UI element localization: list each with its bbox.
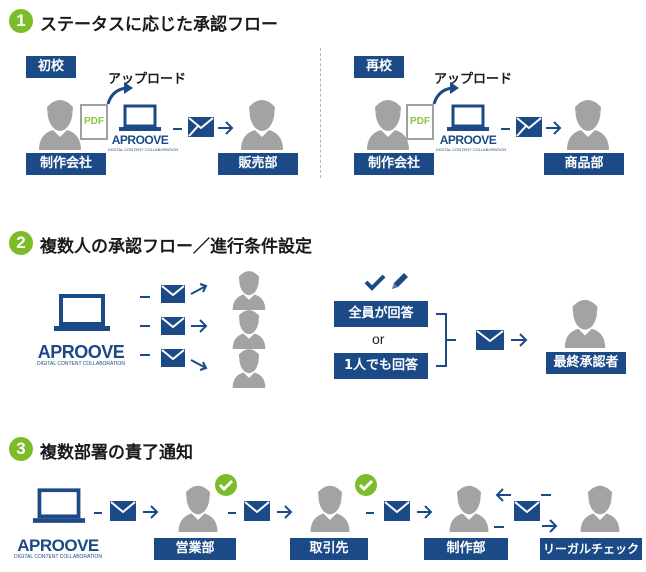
aproove-logo: APROOVE DIGITAL CONTENT COLLABORATION (14, 536, 102, 560)
section-1-title: ステータスに応じた承認フロー (40, 15, 278, 35)
person-icon (232, 349, 266, 388)
step-number-3: 3 (9, 437, 33, 461)
condition-all-respond: 全員が回答 (334, 301, 428, 327)
person-icon (567, 100, 609, 150)
or-label: or (372, 331, 385, 347)
flow-dash (494, 526, 504, 528)
person-icon (39, 100, 81, 150)
flow-dash (140, 296, 150, 298)
arrow-right-icon (417, 505, 433, 519)
section-2-title: 複数人の承認フロー／進行条件設定 (40, 237, 312, 257)
flow-dash (366, 512, 374, 514)
flow-dash (173, 128, 182, 130)
arrow-right-icon (542, 519, 558, 533)
bracket-connector (436, 313, 456, 367)
pencil-icon (392, 273, 408, 289)
person-icon (310, 485, 350, 532)
laptop-icon (32, 488, 86, 523)
mail-icon (161, 317, 185, 335)
mail-icon (476, 330, 504, 350)
laptop-icon (119, 104, 161, 131)
step-number-2: 2 (9, 231, 33, 255)
condition-one-responds: 1人でも回答 (334, 353, 428, 379)
flow-dash (140, 325, 150, 327)
mail-icon (516, 117, 542, 137)
check-circle-icon (215, 474, 237, 496)
mail-icon (110, 501, 136, 521)
label-client: 取引先 (290, 538, 368, 560)
arrow-right-icon (190, 283, 208, 295)
upload-arrow-icon (432, 82, 459, 105)
arrow-right-icon (546, 121, 562, 135)
person-icon (232, 310, 266, 349)
person-icon (449, 485, 489, 532)
mail-icon (161, 349, 185, 367)
check-icon (364, 274, 386, 291)
flow-dash (541, 494, 551, 496)
laptop-icon (54, 294, 110, 331)
pdf-file-icon: PDF (406, 104, 434, 140)
mail-icon (161, 285, 185, 303)
pdf-file-icon: PDF (80, 104, 108, 140)
tag-first-proof: 初校 (26, 56, 76, 78)
person-icon (580, 485, 620, 532)
arrow-right-icon (143, 505, 159, 519)
person-icon (232, 271, 266, 310)
upload-label: アップロード (434, 72, 513, 87)
aproove-logo: APROOVE DIGITAL CONTENT COLLABORATION (436, 133, 507, 153)
label-production-company: 制作会社 (354, 153, 434, 175)
label-product-dept: 商品部 (544, 153, 624, 175)
person-icon (564, 299, 606, 348)
upload-label: アップロード (108, 72, 187, 87)
upload-arrow-icon (106, 82, 133, 105)
check-circle-icon (355, 474, 377, 496)
aproove-logo: APROOVE DIGITAL CONTENT COLLABORATION (108, 133, 179, 153)
flow-dash (228, 512, 236, 514)
label-production-dept: 制作部 (424, 538, 508, 560)
person-icon (178, 485, 218, 532)
label-legal-check: リーガルチェック (540, 538, 642, 560)
flow-dash (94, 512, 102, 514)
arrow-right-icon (277, 505, 293, 519)
arrow-left-icon (495, 488, 511, 502)
section-3-title: 複数部署の責了通知 (40, 443, 193, 463)
label-final-approver: 最終承認者 (546, 352, 626, 374)
arrow-right-icon (511, 333, 528, 347)
mail-icon (384, 501, 410, 521)
arrow-right-icon (218, 121, 234, 135)
label-sales-dept: 営業部 (154, 538, 236, 560)
flow-dash (140, 354, 150, 356)
tag-second-proof: 再校 (354, 56, 404, 78)
step-number-1: 1 (9, 9, 33, 33)
label-sales-dept: 販売部 (218, 153, 298, 175)
flow-dash (501, 128, 510, 130)
mail-icon (244, 501, 270, 521)
label-production-company: 制作会社 (26, 153, 106, 175)
arrow-right-icon (190, 359, 208, 371)
mail-icon (188, 117, 214, 137)
arrow-right-icon (191, 319, 208, 333)
person-icon (367, 100, 409, 150)
aproove-logo: APROOVE DIGITAL CONTENT COLLABORATION (37, 342, 125, 367)
divider-line (320, 48, 321, 178)
person-icon (241, 100, 283, 150)
laptop-icon (447, 104, 489, 131)
mail-icon (514, 501, 540, 521)
